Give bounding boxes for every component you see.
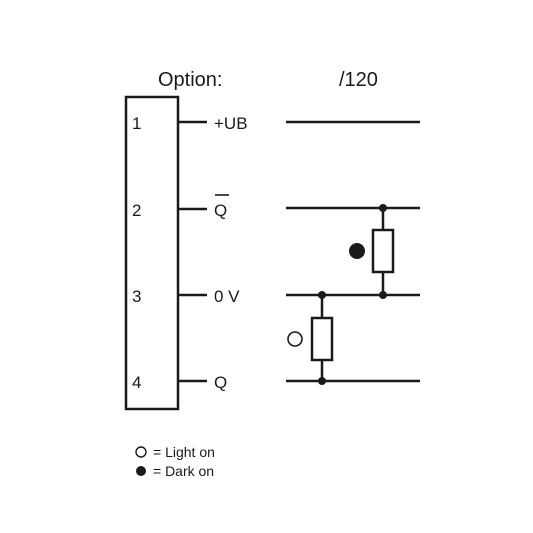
pin-1-signal: +UB	[214, 114, 248, 133]
junction-dot	[318, 377, 326, 385]
junction-dot	[379, 291, 387, 299]
legend-open-circle-icon	[135, 446, 147, 458]
pin-3-signal: 0 V	[214, 287, 240, 306]
option-label: Option:	[158, 69, 222, 91]
pin-2-signal: Q	[214, 201, 227, 220]
pin-4-signal: Q	[214, 373, 227, 392]
pin-2-number: 2	[132, 201, 141, 220]
legend-light-on: = Light on	[153, 444, 215, 460]
pin-4-number: 4	[132, 373, 141, 392]
pin-1-number: 1	[132, 114, 141, 133]
pin-3-number: 3	[132, 287, 141, 306]
junction-dot	[379, 204, 387, 212]
legend-filled-circle-icon	[136, 466, 146, 476]
variant-label: /120	[339, 69, 378, 91]
dark-on-marker	[349, 243, 365, 259]
resistor-2	[310, 316, 334, 362]
light-on-marker	[287, 331, 303, 347]
legend-dark-on: = Dark on	[153, 463, 214, 479]
connector-block	[124, 95, 180, 411]
junction-dot	[318, 291, 326, 299]
resistor-1	[371, 228, 395, 274]
